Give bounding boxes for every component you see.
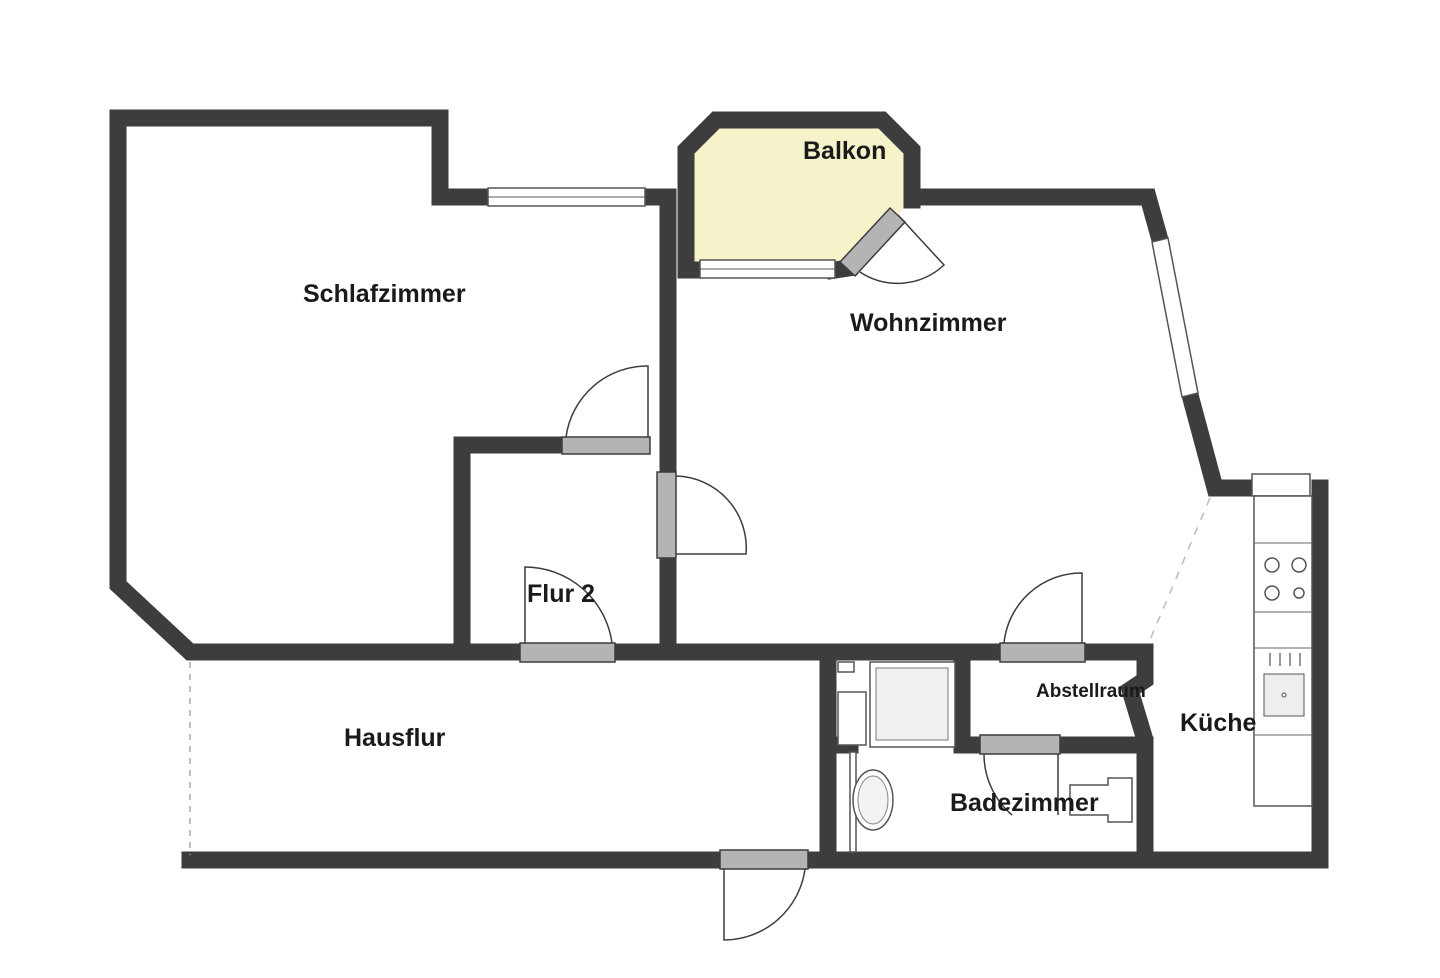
room-label-schlafzimmer: Schlafzimmer xyxy=(303,280,466,308)
door-entrance[interactable] xyxy=(719,849,809,870)
balcony-area xyxy=(688,120,912,262)
window-wohnzimmer xyxy=(1151,237,1199,398)
door-badezimmer[interactable] xyxy=(979,734,1061,755)
kitchen-counter xyxy=(1253,495,1313,807)
door-schlafzimmer[interactable] xyxy=(561,436,651,455)
toilet xyxy=(1069,777,1133,823)
walls xyxy=(109,109,1329,869)
door-wohnzimmer[interactable] xyxy=(656,471,677,559)
stove-icon xyxy=(1264,557,1307,601)
room-label-balkon: Balkon xyxy=(803,137,886,165)
room-label-flur2: Flur 2 xyxy=(527,580,595,608)
doors xyxy=(519,206,1086,941)
door-flur2[interactable] xyxy=(519,642,616,663)
room-label-kueche: Küche xyxy=(1180,709,1257,737)
window-kueche xyxy=(1251,473,1311,497)
room-label-wohnzimmer: Wohnzimmer xyxy=(850,309,1007,337)
room-label-abstellraum: Abstellraum xyxy=(1036,681,1146,702)
sink-icon xyxy=(1263,673,1305,717)
door-abstellraum[interactable] xyxy=(999,642,1086,663)
room-label-badezimmer: Badezimmer xyxy=(950,789,1099,817)
room-label-hausflur: Hausflur xyxy=(344,724,446,752)
